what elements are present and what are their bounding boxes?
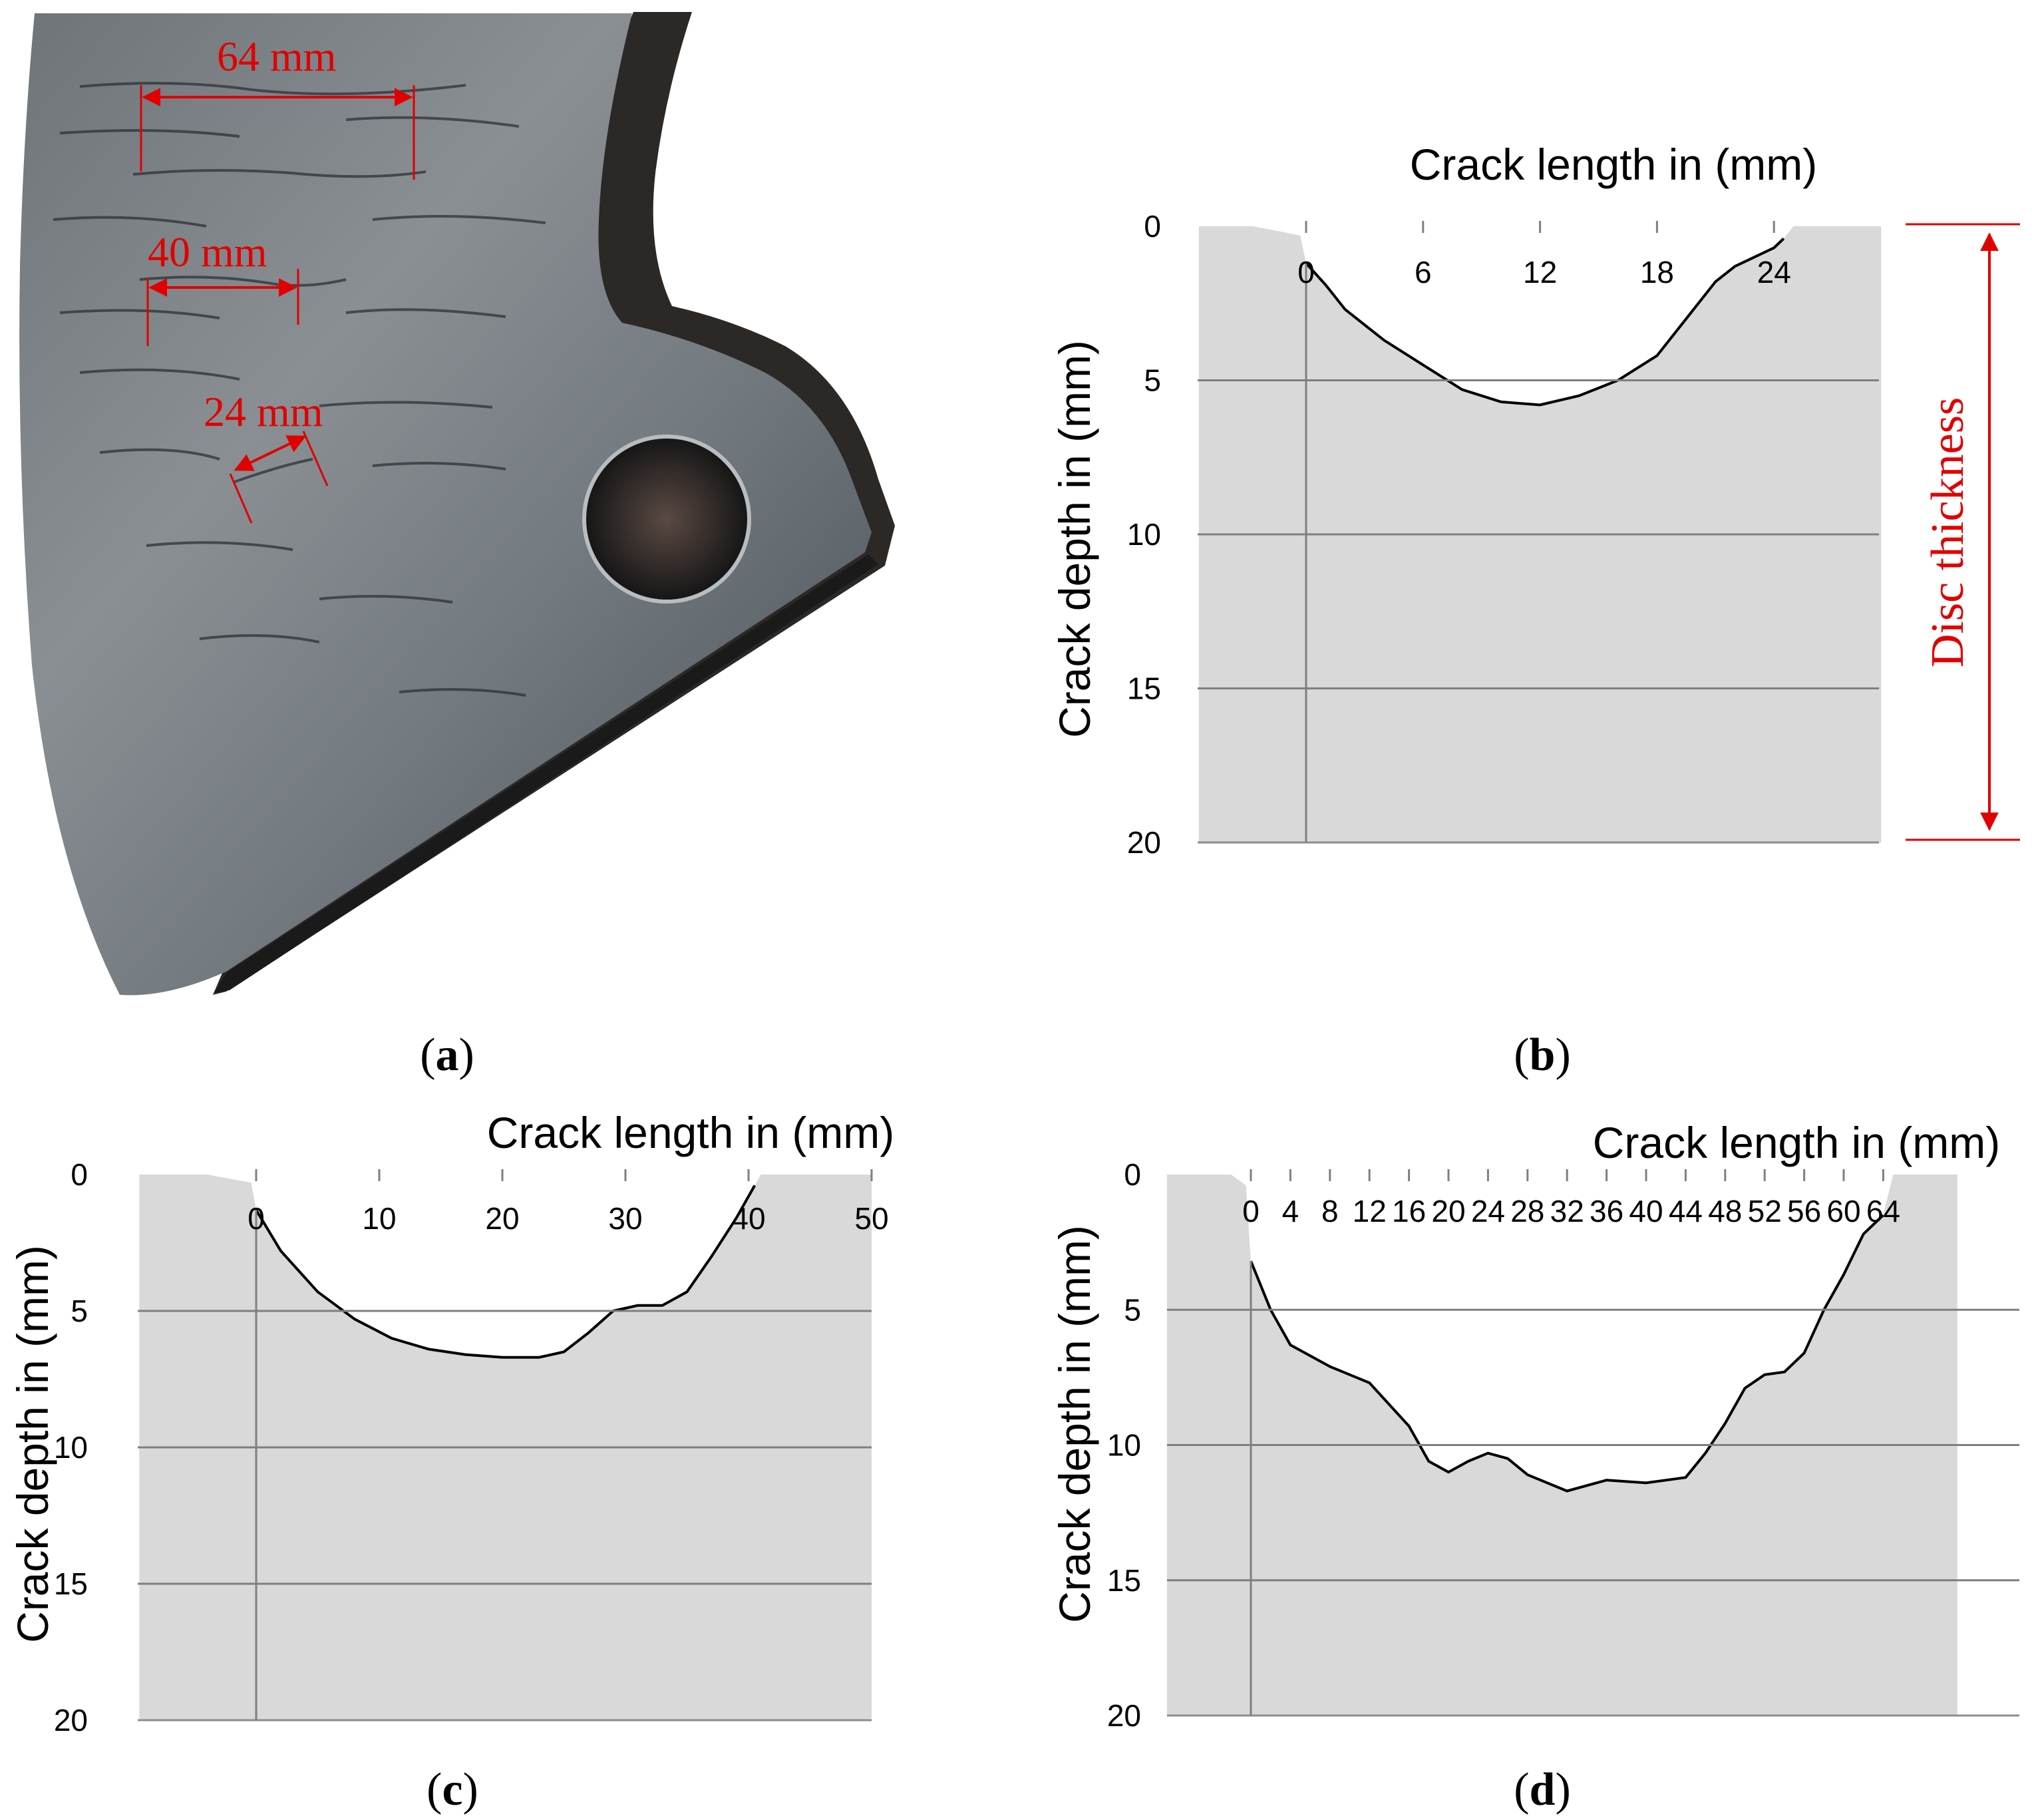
chart-d-y-tick-label: 20 [1107,1698,1141,1733]
chart-b-x-tick-label: 24 [1757,255,1791,289]
annotation-24mm: 24 mm [204,388,329,524]
chart-b-y-tick-label: 5 [1144,363,1161,398]
panel-label-a: (a) [420,1029,474,1081]
chart-d-x-tick-label: 44 [1669,1194,1703,1228]
chart-c-y-tick-label: 0 [71,1157,88,1192]
chart-b-profile-line [1305,238,1785,407]
chart-c-x-axis-title: Crack length in (mm) [487,1108,894,1157]
annotation-64mm: 64 mm [140,33,415,180]
chart-d-x-tick-label: 0 [1242,1194,1260,1228]
chart-c-y-axis-title: Crack depth in (mm) [8,1245,57,1643]
disc-edge [214,554,878,993]
chart-d-x-tick-label: 40 [1629,1194,1663,1228]
chart-d-gridlines [1167,1261,2019,1717]
chart-c-x-tick-label: 50 [854,1201,888,1236]
chart-b-y-axis-title: Crack depth in (mm) [1050,340,1099,738]
chart-d-x-tick-label: 4 [1282,1194,1299,1228]
chart-b-x-ticks: 0 6 12 18 24 [1297,221,1791,289]
chart-b-y-tick-label: 15 [1127,671,1161,706]
chart-c-x-tick-label: 10 [362,1201,396,1236]
chart-c-y-tick-label: 20 [54,1703,88,1737]
bolt-hole [584,437,749,602]
crack-lines [53,82,546,697]
disc-thickness-label: Disc thickness [1922,397,1973,667]
chart-d-x-tick-label: 60 [1826,1194,1860,1228]
panel-label-b-letter: b [1530,1029,1556,1081]
chart-d-x-tick-label: 36 [1590,1194,1623,1228]
chart-b-x-tick-label: 6 [1415,255,1432,289]
chart-d-x-tick-label: 48 [1708,1194,1742,1228]
annotation-40mm-label: 40 mm [148,228,267,275]
chart-d-x-tick-label: 56 [1787,1194,1821,1228]
chart-d-y-tick-label: 10 [1107,1428,1141,1463]
chart-b: 0 5 10 15 20 0 6 12 18 24 Crack length in (mm) C… [1050,140,1882,860]
chart-d-x-tick-label: 8 [1321,1194,1339,1228]
chart-c-gridlines [138,1210,872,1722]
chart-d-profile-line [1250,1214,1884,1493]
chart-b-y-ticks: 0 5 10 15 20 [1127,209,1161,860]
chart-c-y-tick-label: 15 [54,1566,88,1601]
chart-b-y-tick-label: 10 [1127,517,1161,552]
disc-photo: 64 mm 40 mm 24 mm [19,12,895,996]
chart-b-gridlines [1198,263,1879,844]
chart-d-x-tick-label: 12 [1353,1194,1387,1228]
chart-d-x-tick-label: 52 [1748,1194,1782,1228]
chart-b-y-tick-label: 0 [1144,209,1161,244]
panel-label-d-letter: d [1530,1764,1556,1815]
chart-c: 0 5 10 15 20 0 10 20 30 40 50 Crack length in (mm… [8,1108,894,1737]
chart-d-x-tick-label: 28 [1510,1194,1544,1228]
panel-label-a-letter: a [436,1029,459,1081]
chart-c-x-tick-label: 0 [248,1201,265,1236]
chart-b-x-tick-label: 12 [1523,255,1557,289]
chart-b-y-tick-label: 20 [1127,825,1161,860]
bolt-hole-rim [582,435,751,604]
chart-d-y-axis-title: Crack depth in (mm) [1050,1225,1099,1623]
annotation-24mm-label: 24 mm [204,388,323,435]
disc-face [19,13,872,996]
panel-label-b: (b) [1514,1029,1571,1081]
panel-label-c: (c) [426,1764,478,1815]
chart-d-y-tick-label: 15 [1107,1563,1141,1598]
annotation-64mm-label: 64 mm [217,33,337,80]
chart-d-x-axis-title: Crack length in (mm) [1593,1118,2000,1167]
chart-c-y-tick-label: 5 [71,1294,88,1328]
chart-d-y-ticks: 0 5 10 15 20 [1107,1157,1141,1733]
chart-c-x-tick-label: 30 [608,1201,642,1236]
chart-b-x-axis-title: Crack length in (mm) [1410,140,1817,189]
chart-c-x-tick-label: 20 [485,1201,519,1236]
chart-c-x-tick-label: 40 [731,1201,765,1236]
chart-d-y-tick-label: 0 [1124,1157,1141,1192]
chart-c-profile-line [255,1184,757,1359]
chart-b-x-tick-label: 0 [1297,255,1315,289]
chart-c-x-ticks: 0 10 20 30 40 50 [248,1169,889,1236]
chart-c-y-ticks: 0 5 10 15 20 [54,1157,88,1737]
chart-d-x-tick-label: 20 [1431,1194,1465,1228]
chart-b-x-tick-label: 18 [1640,255,1674,289]
panel-label-c-letter: c [442,1764,462,1815]
chart-d-y-tick-label: 5 [1124,1292,1141,1327]
chart-d-x-tick-label: 32 [1550,1194,1584,1228]
chart-d-x-tick-label: 24 [1471,1194,1505,1228]
panel-label-d: (d) [1514,1764,1571,1815]
chart-c-y-tick-label: 10 [54,1430,88,1465]
annotation-40mm: 40 mm [146,228,299,346]
disc-thickness-annotation: Disc thickness [1906,223,2020,841]
chart-d-x-tick-label: 64 [1866,1194,1900,1228]
chart-d-x-tick-label: 16 [1392,1194,1426,1228]
